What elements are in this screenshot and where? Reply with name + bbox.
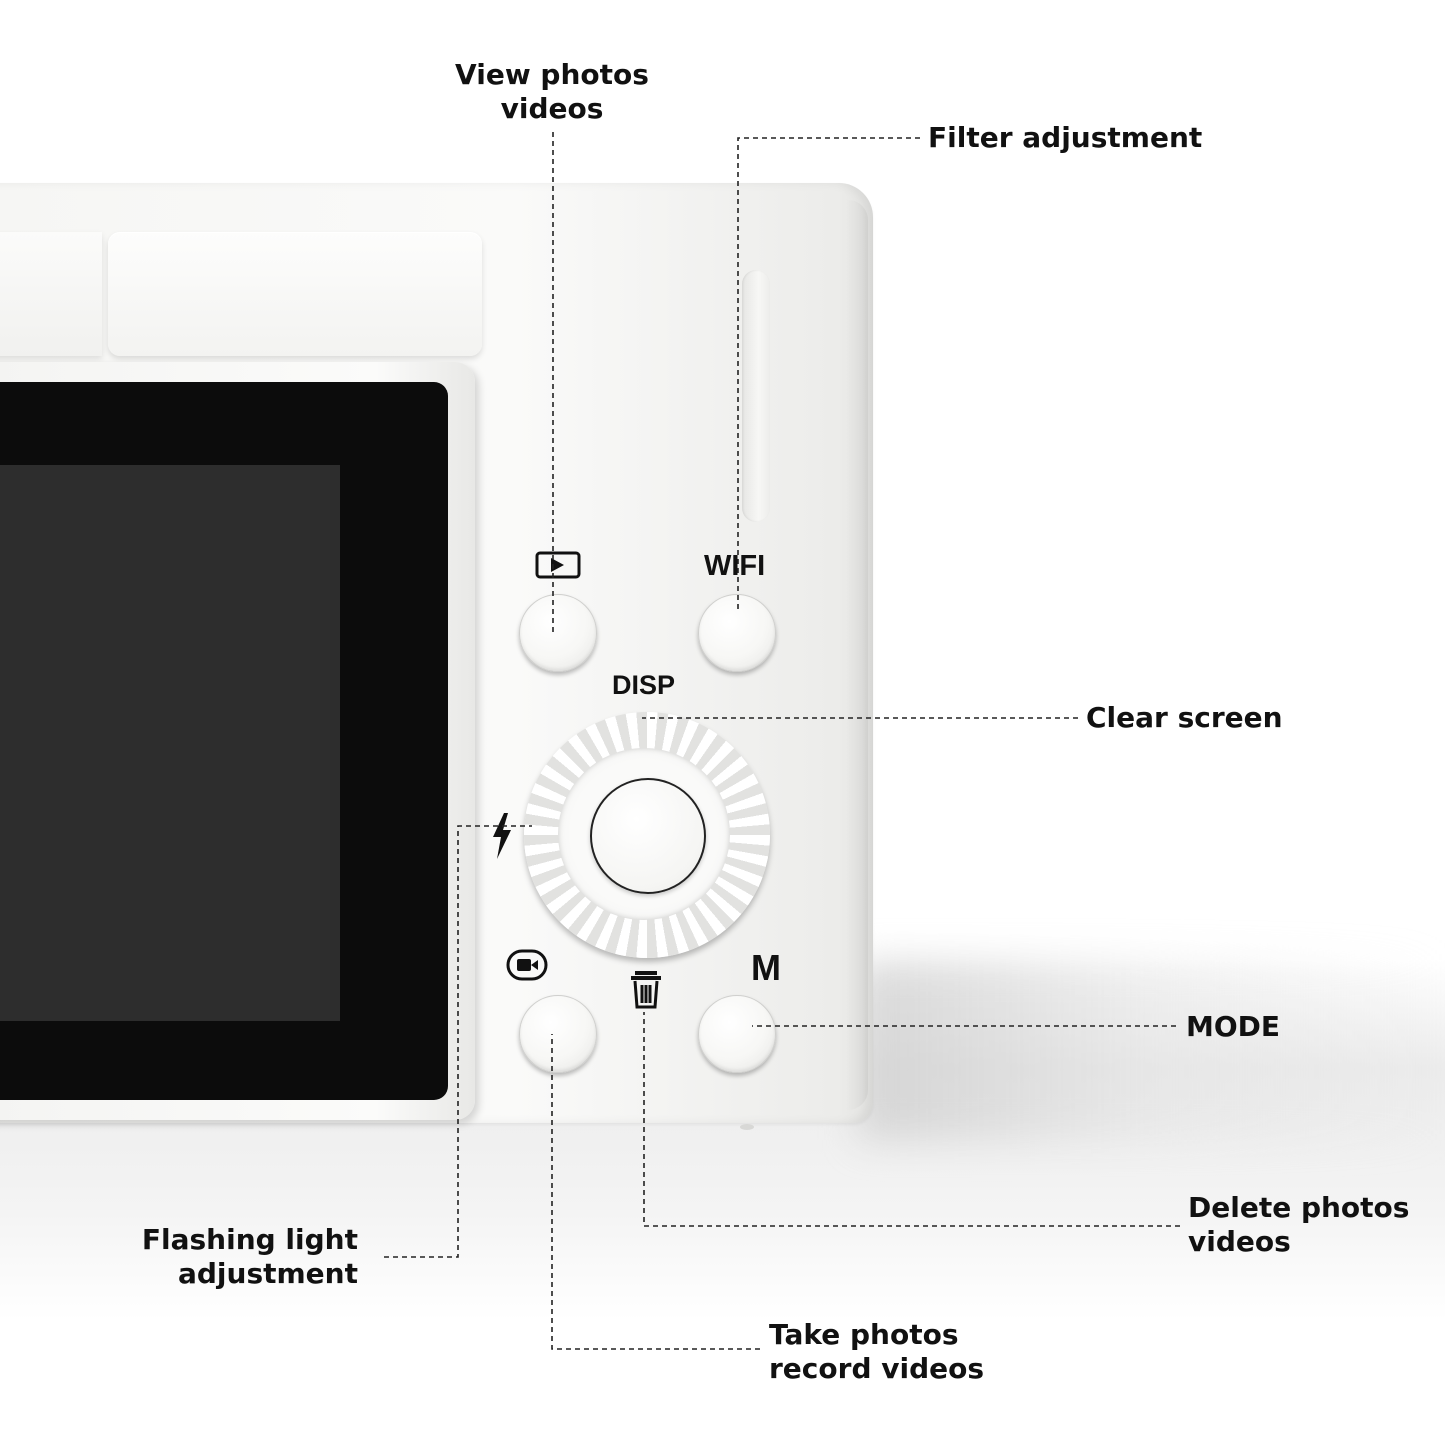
flashing-light-leader	[384, 825, 532, 1258]
playback-button[interactable]	[519, 594, 597, 672]
mode-letter-label: M	[751, 947, 781, 988]
flashing-light-callout-line1: Flashing light	[141, 1223, 358, 1256]
view-photos-callout-line1: View photos	[455, 58, 649, 91]
take-photos-callout-line1: Take photos	[769, 1318, 959, 1351]
delete-photos-callout: Delete photos videos	[1188, 1191, 1409, 1259]
delete-leader	[643, 1012, 1180, 1227]
delete-photos-callout-line2: videos	[1188, 1225, 1291, 1258]
mode-callout-line1: MODE	[1186, 1010, 1281, 1043]
filter-leader	[737, 137, 920, 612]
flash-icon	[493, 813, 511, 859]
mode-callout: MODE	[1186, 1010, 1280, 1044]
flashing-light-callout: Flashing light adjustment	[108, 1223, 358, 1291]
clear-screen-callout: Clear screen	[1086, 701, 1283, 735]
take-photos-leader	[551, 1034, 760, 1350]
filter-callout-line1: Filter adjustment	[928, 121, 1203, 154]
clear-screen-callout-line1: Clear screen	[1086, 701, 1283, 734]
body-screw-dot	[740, 1124, 754, 1130]
wifi-label: WIFI	[704, 550, 766, 582]
disp-label: DISP	[612, 670, 676, 700]
mode-button[interactable]	[698, 995, 776, 1073]
delete-photos-callout-line1: Delete photos	[1188, 1191, 1410, 1224]
filter-callout: Filter adjustment	[928, 121, 1202, 155]
trash-icon	[631, 971, 661, 1009]
camera-cast-shadow	[860, 960, 1445, 1140]
record-button[interactable]	[519, 995, 597, 1073]
flashing-light-callout-line2: adjustment	[177, 1257, 358, 1290]
view-photos-callout-line2: videos	[500, 92, 604, 125]
lcd-screen	[0, 465, 340, 1021]
ok-center-button[interactable]	[590, 778, 706, 894]
take-photos-callout-line2: record videos	[769, 1352, 985, 1385]
video-record-icon	[506, 949, 548, 981]
thumb-rest-ridge	[742, 270, 770, 522]
playback-icon	[535, 551, 581, 579]
top-panel	[108, 232, 482, 356]
camera-grip-edge	[846, 200, 868, 1110]
view-photos-callout: View photos videos	[452, 58, 652, 126]
top-panel-left	[0, 232, 102, 356]
take-photos-callout: Take photos record videos	[769, 1318, 984, 1386]
wifi-button[interactable]	[698, 594, 776, 672]
